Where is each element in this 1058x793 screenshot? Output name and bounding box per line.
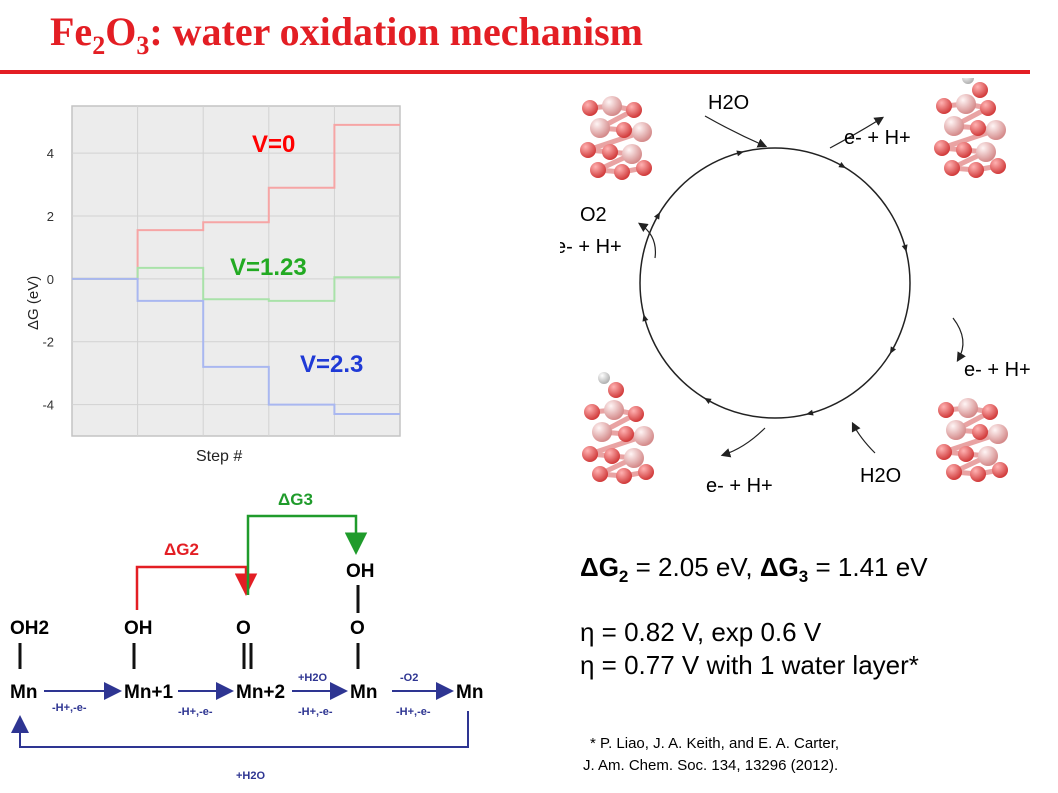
label-proton-left: e- + H+ xyxy=(560,236,622,258)
page-title: Fe2O3: water oxidation mechanism xyxy=(50,9,643,60)
reference-line-1: * P. Liao, J. A. Keith, and E. A. Carter… xyxy=(590,735,840,752)
series-line xyxy=(72,266,400,302)
y-axis-label: ΔG (eV) xyxy=(25,276,42,330)
legend-v0: V=0 xyxy=(252,131,295,158)
grid xyxy=(72,106,400,436)
o2-out-arrow xyxy=(638,222,657,259)
cycle-arrowhead xyxy=(653,212,661,220)
cycle-arrowhead xyxy=(901,244,908,252)
overpotential-2: η = 0.77 V with 1 water layer* xyxy=(580,650,919,680)
y-tick-label: -2 xyxy=(42,335,54,350)
proton-out-arrow-right xyxy=(952,317,966,363)
label-proton-bottom: e- + H+ xyxy=(706,475,773,497)
cycle-arrowhead xyxy=(736,150,744,157)
arrow-label-2: -H+,-e- xyxy=(178,706,213,718)
cycle-arrowhead xyxy=(642,314,649,322)
cycle-arrowhead xyxy=(838,161,846,169)
cluster-bottom-right xyxy=(936,398,1008,482)
h2o-in-arrow-top xyxy=(704,115,768,148)
metal-1: Mn xyxy=(10,682,37,703)
cycle-arrowheads xyxy=(642,150,908,416)
plot-frame xyxy=(71,105,401,437)
species-oh2: OH2 xyxy=(10,618,49,639)
overpotential-1: η = 0.82 V, exp 0.6 V xyxy=(580,617,822,647)
delta-g-statement: ΔG2 = 2.05 eV, ΔG3 = 1.41 eV xyxy=(580,552,928,587)
label-o2: O2 xyxy=(580,204,607,226)
metal-4: Mn xyxy=(350,682,377,703)
cycle-circle xyxy=(639,147,911,419)
metal-3: Mn+2 xyxy=(236,682,285,703)
return-arrow xyxy=(11,711,469,748)
series-lines xyxy=(72,123,400,415)
g2-label: ΔG2 xyxy=(164,540,199,559)
metal-5: Mn xyxy=(456,682,483,703)
y-tick-label: 4 xyxy=(47,146,54,161)
species-oh: OH xyxy=(124,618,153,639)
label-h2o-top: H2O xyxy=(708,92,749,114)
arrow-label-3-bottom: -H+,-e- xyxy=(298,706,333,718)
species-o-2: O xyxy=(350,618,365,639)
y-tick-label: -4 xyxy=(42,398,54,413)
proton-out-arrow-bottom xyxy=(720,427,766,458)
title-rule xyxy=(0,70,1030,74)
y-tick-label: 0 xyxy=(47,272,54,287)
arrow-label-4-top: -O2 xyxy=(400,672,418,684)
series-line xyxy=(72,123,400,280)
reference-line-2: J. Am. Chem. Soc. 134, 13296 (2012). xyxy=(583,757,839,774)
g3-bracket xyxy=(246,514,368,595)
free-energy-chart: 4 2 0 -2 -4 ΔG (eV) Step # V=0 V=1.23 V=2.3 xyxy=(25,105,401,465)
label-proton-top: e- + H+ xyxy=(844,127,911,149)
label-proton-right: e- + H+ xyxy=(964,359,1031,381)
cluster-top-right xyxy=(934,78,1006,178)
metal-2: Mn+1 xyxy=(124,682,174,703)
arrow-label-3-top: +H2O xyxy=(298,672,327,684)
x-axis-label: Step # xyxy=(196,448,242,465)
h2o-in-arrow-bottom xyxy=(851,421,876,454)
proton-out-arrow-top xyxy=(829,116,885,149)
arrow-label-1: -H+,-e- xyxy=(52,702,87,714)
species-oh-top: OH xyxy=(346,561,375,582)
surface-clusters xyxy=(580,78,1008,484)
g2-bracket xyxy=(135,565,258,610)
y-ticks: 4 2 0 -2 -4 xyxy=(42,146,54,412)
legend-v123: V=1.23 xyxy=(230,254,307,281)
catalytic-cycle: H2O e- + H+ e- + H+ H2O e- + H+ O2 e- + … xyxy=(560,78,1031,497)
legend-v23: V=2.3 xyxy=(300,351,363,378)
cluster-bottom-left xyxy=(582,372,654,484)
reaction-scheme: ΔG2 ΔG3 OH2 OH O O OH Mn Mn+1 Mn+2 Mn Mn… xyxy=(10,490,483,782)
label-h2o-bottom: H2O xyxy=(860,465,901,487)
cluster-top-left xyxy=(580,96,652,180)
g3-label: ΔG3 xyxy=(278,490,313,509)
cycle-arrowhead xyxy=(704,397,712,405)
series-line xyxy=(72,277,400,415)
species-o: O xyxy=(236,618,251,639)
cycle-arrowhead xyxy=(806,409,814,416)
arrow-label-4-bottom: -H+,-e- xyxy=(396,706,431,718)
return-label: +H2O xyxy=(236,770,265,782)
cycle-arrowhead xyxy=(889,346,897,354)
y-tick-label: 2 xyxy=(47,209,54,224)
